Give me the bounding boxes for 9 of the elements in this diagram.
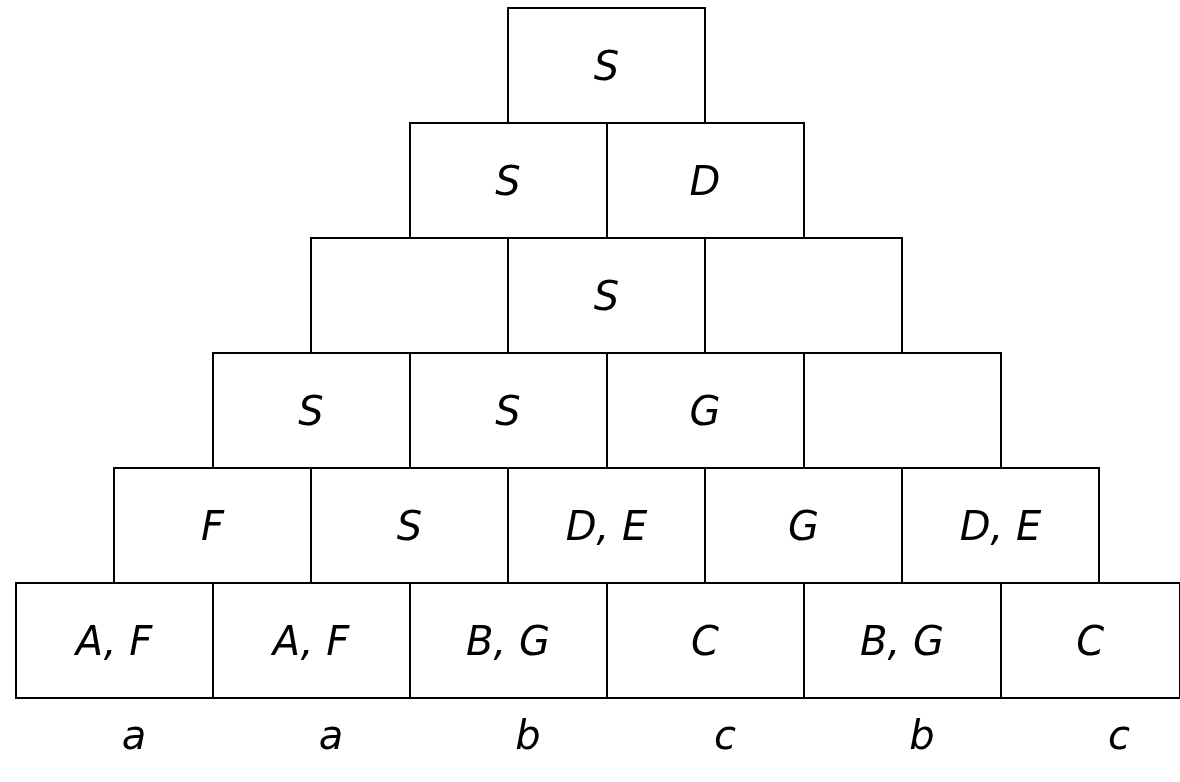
terminal-symbol: c [1108,712,1130,758]
table-cell: A, F [14,582,214,699]
terminal-symbol: b [515,712,541,758]
table-cell: S [507,7,706,124]
terminal-symbol: c [714,712,736,758]
table-cell: C [999,582,1180,699]
terminal-symbol: b [909,712,935,758]
terminal-symbol: a [318,712,344,758]
terminal-symbol: a [121,712,147,758]
